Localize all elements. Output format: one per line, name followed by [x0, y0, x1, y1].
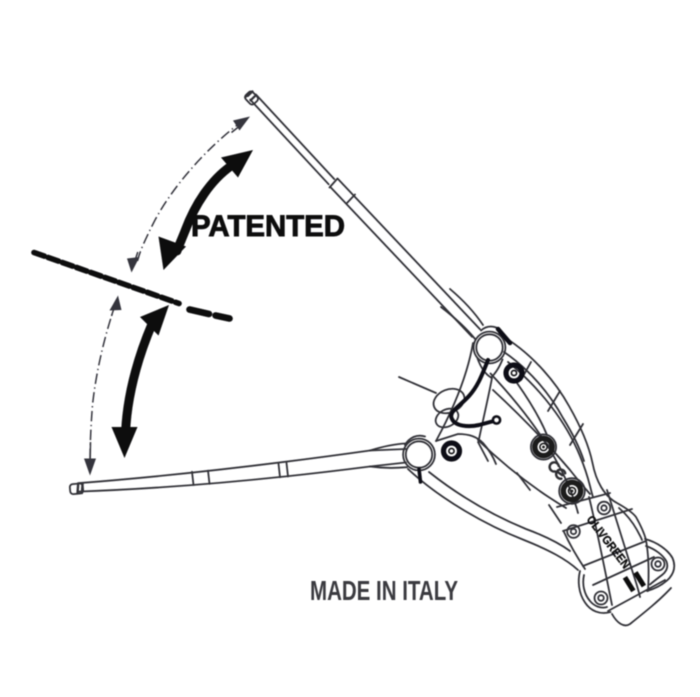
svg-text:PATENTED: PATENTED — [191, 210, 345, 243]
svg-text:MADE IN ITALY: MADE IN ITALY — [310, 575, 458, 606]
